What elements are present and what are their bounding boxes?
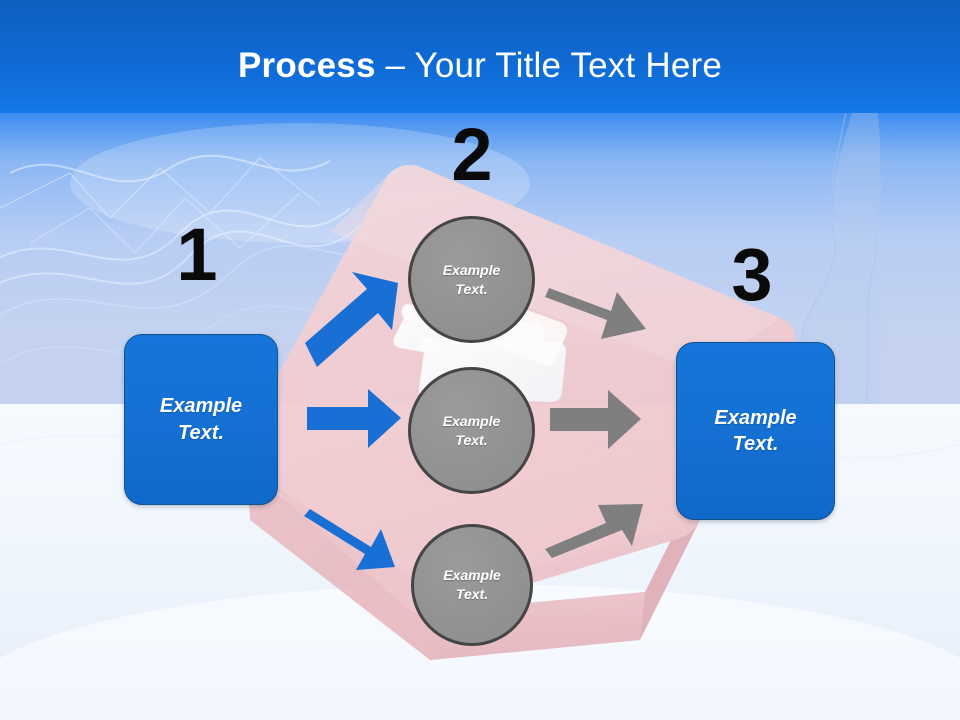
process-circle-middle-line2: Text.: [455, 431, 488, 448]
output-box-right[interactable]: Example Text.: [676, 342, 835, 520]
input-box-left[interactable]: Example Text.: [124, 334, 278, 505]
arrow-in-top[interactable]: [305, 272, 398, 367]
input-box-left-line1: Example: [159, 395, 243, 418]
arrow-in-bottom[interactable]: [304, 509, 395, 570]
process-circle-middle-line1: Example: [442, 412, 501, 429]
output-box-right-line2: Text.: [732, 433, 779, 455]
process-circle-bottom-line1: Example: [443, 567, 501, 584]
background-band-top: [0, 0, 960, 113]
input-box-left-line2: Text.: [178, 421, 224, 444]
process-circle-bottom-line2: Text.: [455, 586, 489, 602]
step-number-1: 1: [176, 213, 218, 296]
process-circle-middle[interactable]: Example Text.: [408, 367, 535, 494]
process-circle-top-line1: Example: [442, 261, 501, 278]
process-circle-top[interactable]: Example Text.: [408, 216, 535, 343]
page-title: Process – Your Title Text Here: [0, 48, 960, 83]
page-title-separator: –: [375, 46, 415, 85]
process-circle-top-line2: Text.: [455, 280, 488, 297]
step-number-3: 3: [731, 233, 773, 316]
process-circle-bottom[interactable]: Example Text.: [411, 524, 533, 646]
arrow-out-bottom[interactable]: [545, 504, 643, 558]
page-title-regular: Your Title Text Here: [414, 46, 722, 85]
arrow-out-middle[interactable]: [550, 390, 641, 449]
step-number-2: 2: [451, 113, 493, 196]
arrow-out-top[interactable]: [545, 288, 646, 339]
output-box-right-line1: Example: [714, 406, 797, 429]
arrow-in-middle[interactable]: [307, 389, 401, 448]
page-title-bold: Process: [238, 46, 376, 85]
